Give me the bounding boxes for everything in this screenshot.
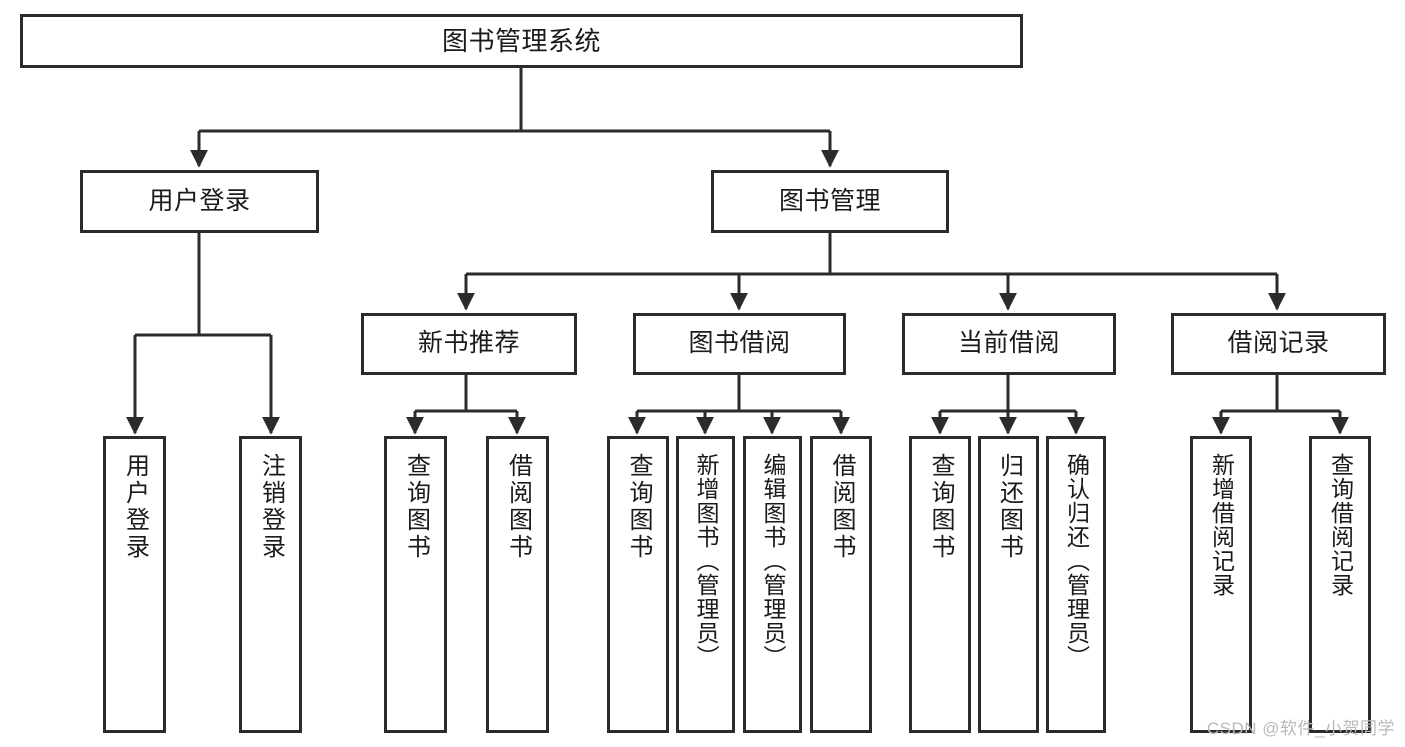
node-label: 归还图书	[995, 453, 1023, 561]
node-label: 借阅图书	[828, 453, 855, 561]
node-label: 编辑图书（管理员）	[760, 453, 786, 669]
node-borrow-record[interactable]: 借阅记录	[1171, 313, 1386, 375]
node-label: 用户登录	[148, 186, 251, 215]
node-root-system[interactable]: 图书管理系统	[20, 14, 1023, 68]
node-book-management[interactable]: 图书管理	[711, 170, 949, 233]
node-label: 图书管理	[778, 186, 881, 215]
leaf-borrow-book[interactable]: 借阅图书	[810, 436, 872, 733]
leaf-user-login[interactable]: 用户登录	[103, 436, 166, 733]
leaf-query-book-borrow[interactable]: 查询图书	[607, 436, 669, 733]
node-current-borrow[interactable]: 当前借阅	[902, 313, 1116, 375]
node-user-login[interactable]: 用户登录	[80, 170, 319, 233]
node-label: 查询图书	[625, 453, 652, 561]
node-label: 当前借阅	[957, 329, 1060, 358]
node-label: 新书推荐	[417, 329, 520, 358]
node-label: 查询图书	[402, 453, 430, 561]
leaf-borrow-book-recommend[interactable]: 借阅图书	[486, 436, 549, 733]
node-book-borrow[interactable]: 图书借阅	[633, 313, 846, 375]
node-label: 新增图书（管理员）	[693, 453, 719, 669]
leaf-return-book[interactable]: 归还图书	[978, 436, 1039, 733]
node-label: 查询图书	[927, 453, 954, 561]
leaf-edit-book-admin[interactable]: 编辑图书（管理员）	[743, 436, 802, 733]
leaf-confirm-return-admin[interactable]: 确认归还（管理员）	[1046, 436, 1106, 733]
node-label: 注销登录	[257, 453, 285, 561]
leaf-query-book-recommend[interactable]: 查询图书	[384, 436, 447, 733]
leaf-query-borrow-record[interactable]: 查询借阅记录	[1309, 436, 1371, 733]
leaf-query-book-current[interactable]: 查询图书	[909, 436, 971, 733]
node-label: 借阅图书	[504, 453, 532, 561]
leaf-add-book-admin[interactable]: 新增图书（管理员）	[676, 436, 735, 733]
node-new-book-recommend[interactable]: 新书推荐	[361, 313, 577, 375]
node-label: 借阅记录	[1227, 329, 1330, 358]
node-label: 查询借阅记录	[1327, 453, 1354, 597]
node-label: 新增借阅记录	[1208, 453, 1235, 597]
node-label: 确认归还（管理员）	[1063, 453, 1090, 669]
node-label: 用户登录	[121, 453, 149, 561]
node-label: 图书借阅	[688, 329, 791, 358]
leaf-logout[interactable]: 注销登录	[239, 436, 302, 733]
watermark-text: CSDN @软件_小贺同学	[1206, 719, 1395, 738]
leaf-add-borrow-record[interactable]: 新增借阅记录	[1190, 436, 1252, 733]
node-label: 图书管理系统	[441, 25, 601, 56]
